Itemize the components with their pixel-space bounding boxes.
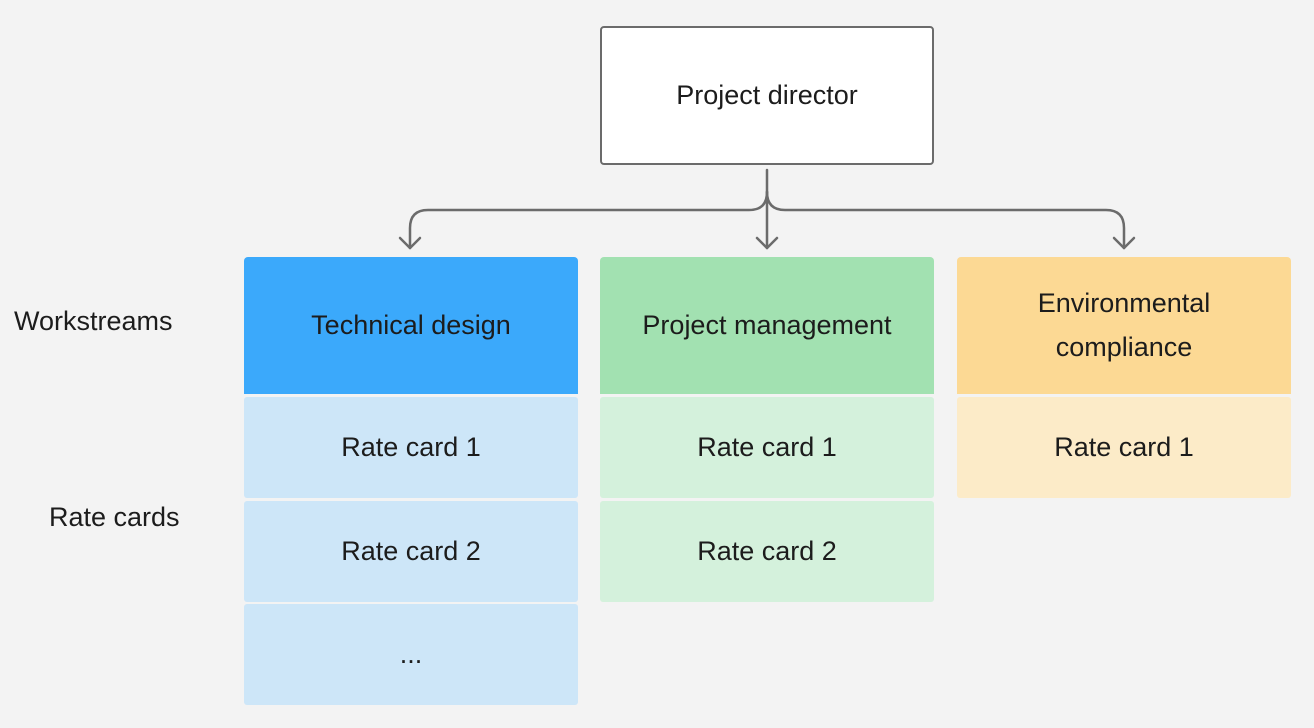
workstream-title: Technical design bbox=[311, 309, 511, 340]
ellipsis-label: ... bbox=[399, 638, 423, 669]
rate-card-label: Rate card 2 bbox=[341, 535, 481, 566]
rate-card: Rate card 2 bbox=[244, 501, 578, 602]
workstream-technical-design: Technical design bbox=[244, 257, 578, 394]
project-director-label: Project director bbox=[676, 79, 858, 110]
rate-card: Rate card 1 bbox=[957, 397, 1291, 498]
rate-card-label: Rate card 1 bbox=[697, 431, 837, 462]
rate-card-more: ... bbox=[244, 604, 578, 705]
workstream-environmental-compliance: Environmental compliance bbox=[957, 257, 1291, 394]
project-director-box: Project director bbox=[600, 26, 934, 165]
rate-card-label: Rate card 2 bbox=[697, 535, 837, 566]
arrowhead-left bbox=[398, 236, 422, 250]
rate-cards-row-label: Rate cards bbox=[49, 502, 180, 532]
rate-card: Rate card 1 bbox=[244, 397, 578, 498]
workstream-project-management: Project management bbox=[600, 257, 934, 394]
workstreams-row-label: Workstreams bbox=[14, 306, 173, 336]
rate-card-label: Rate card 1 bbox=[341, 431, 481, 462]
rate-card-label: Rate card 1 bbox=[1054, 431, 1194, 462]
rate-card: Rate card 1 bbox=[600, 397, 934, 498]
connector-left bbox=[408, 190, 769, 250]
connector-right bbox=[765, 190, 1126, 250]
workstream-title: Environmental compliance bbox=[1037, 288, 1211, 362]
arrowhead-center bbox=[755, 236, 779, 250]
arrowhead-right bbox=[1112, 236, 1136, 250]
rate-card: Rate card 2 bbox=[600, 501, 934, 602]
workstream-title: Project management bbox=[642, 309, 892, 340]
